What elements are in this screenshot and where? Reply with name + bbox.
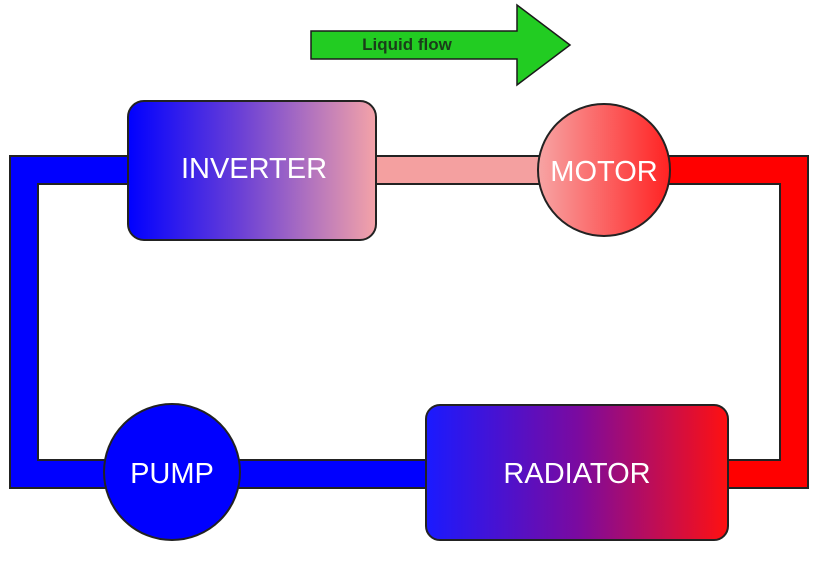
inverter-block <box>127 100 377 241</box>
flow-arrow <box>310 3 572 87</box>
inverter-label: INVERTER <box>181 153 327 185</box>
radiator-block <box>425 404 729 541</box>
motor-label: MOTOR <box>550 156 657 188</box>
warm-pipe-inverter-motor <box>373 155 543 185</box>
pump-label: PUMP <box>130 458 214 490</box>
radiator-label: RADIATOR <box>503 458 650 490</box>
pump-circle <box>103 403 241 541</box>
flow-arrow-label: Liquid flow <box>362 35 452 54</box>
motor-circle <box>537 103 671 237</box>
cold-pipe-pump-radiator <box>237 459 429 489</box>
